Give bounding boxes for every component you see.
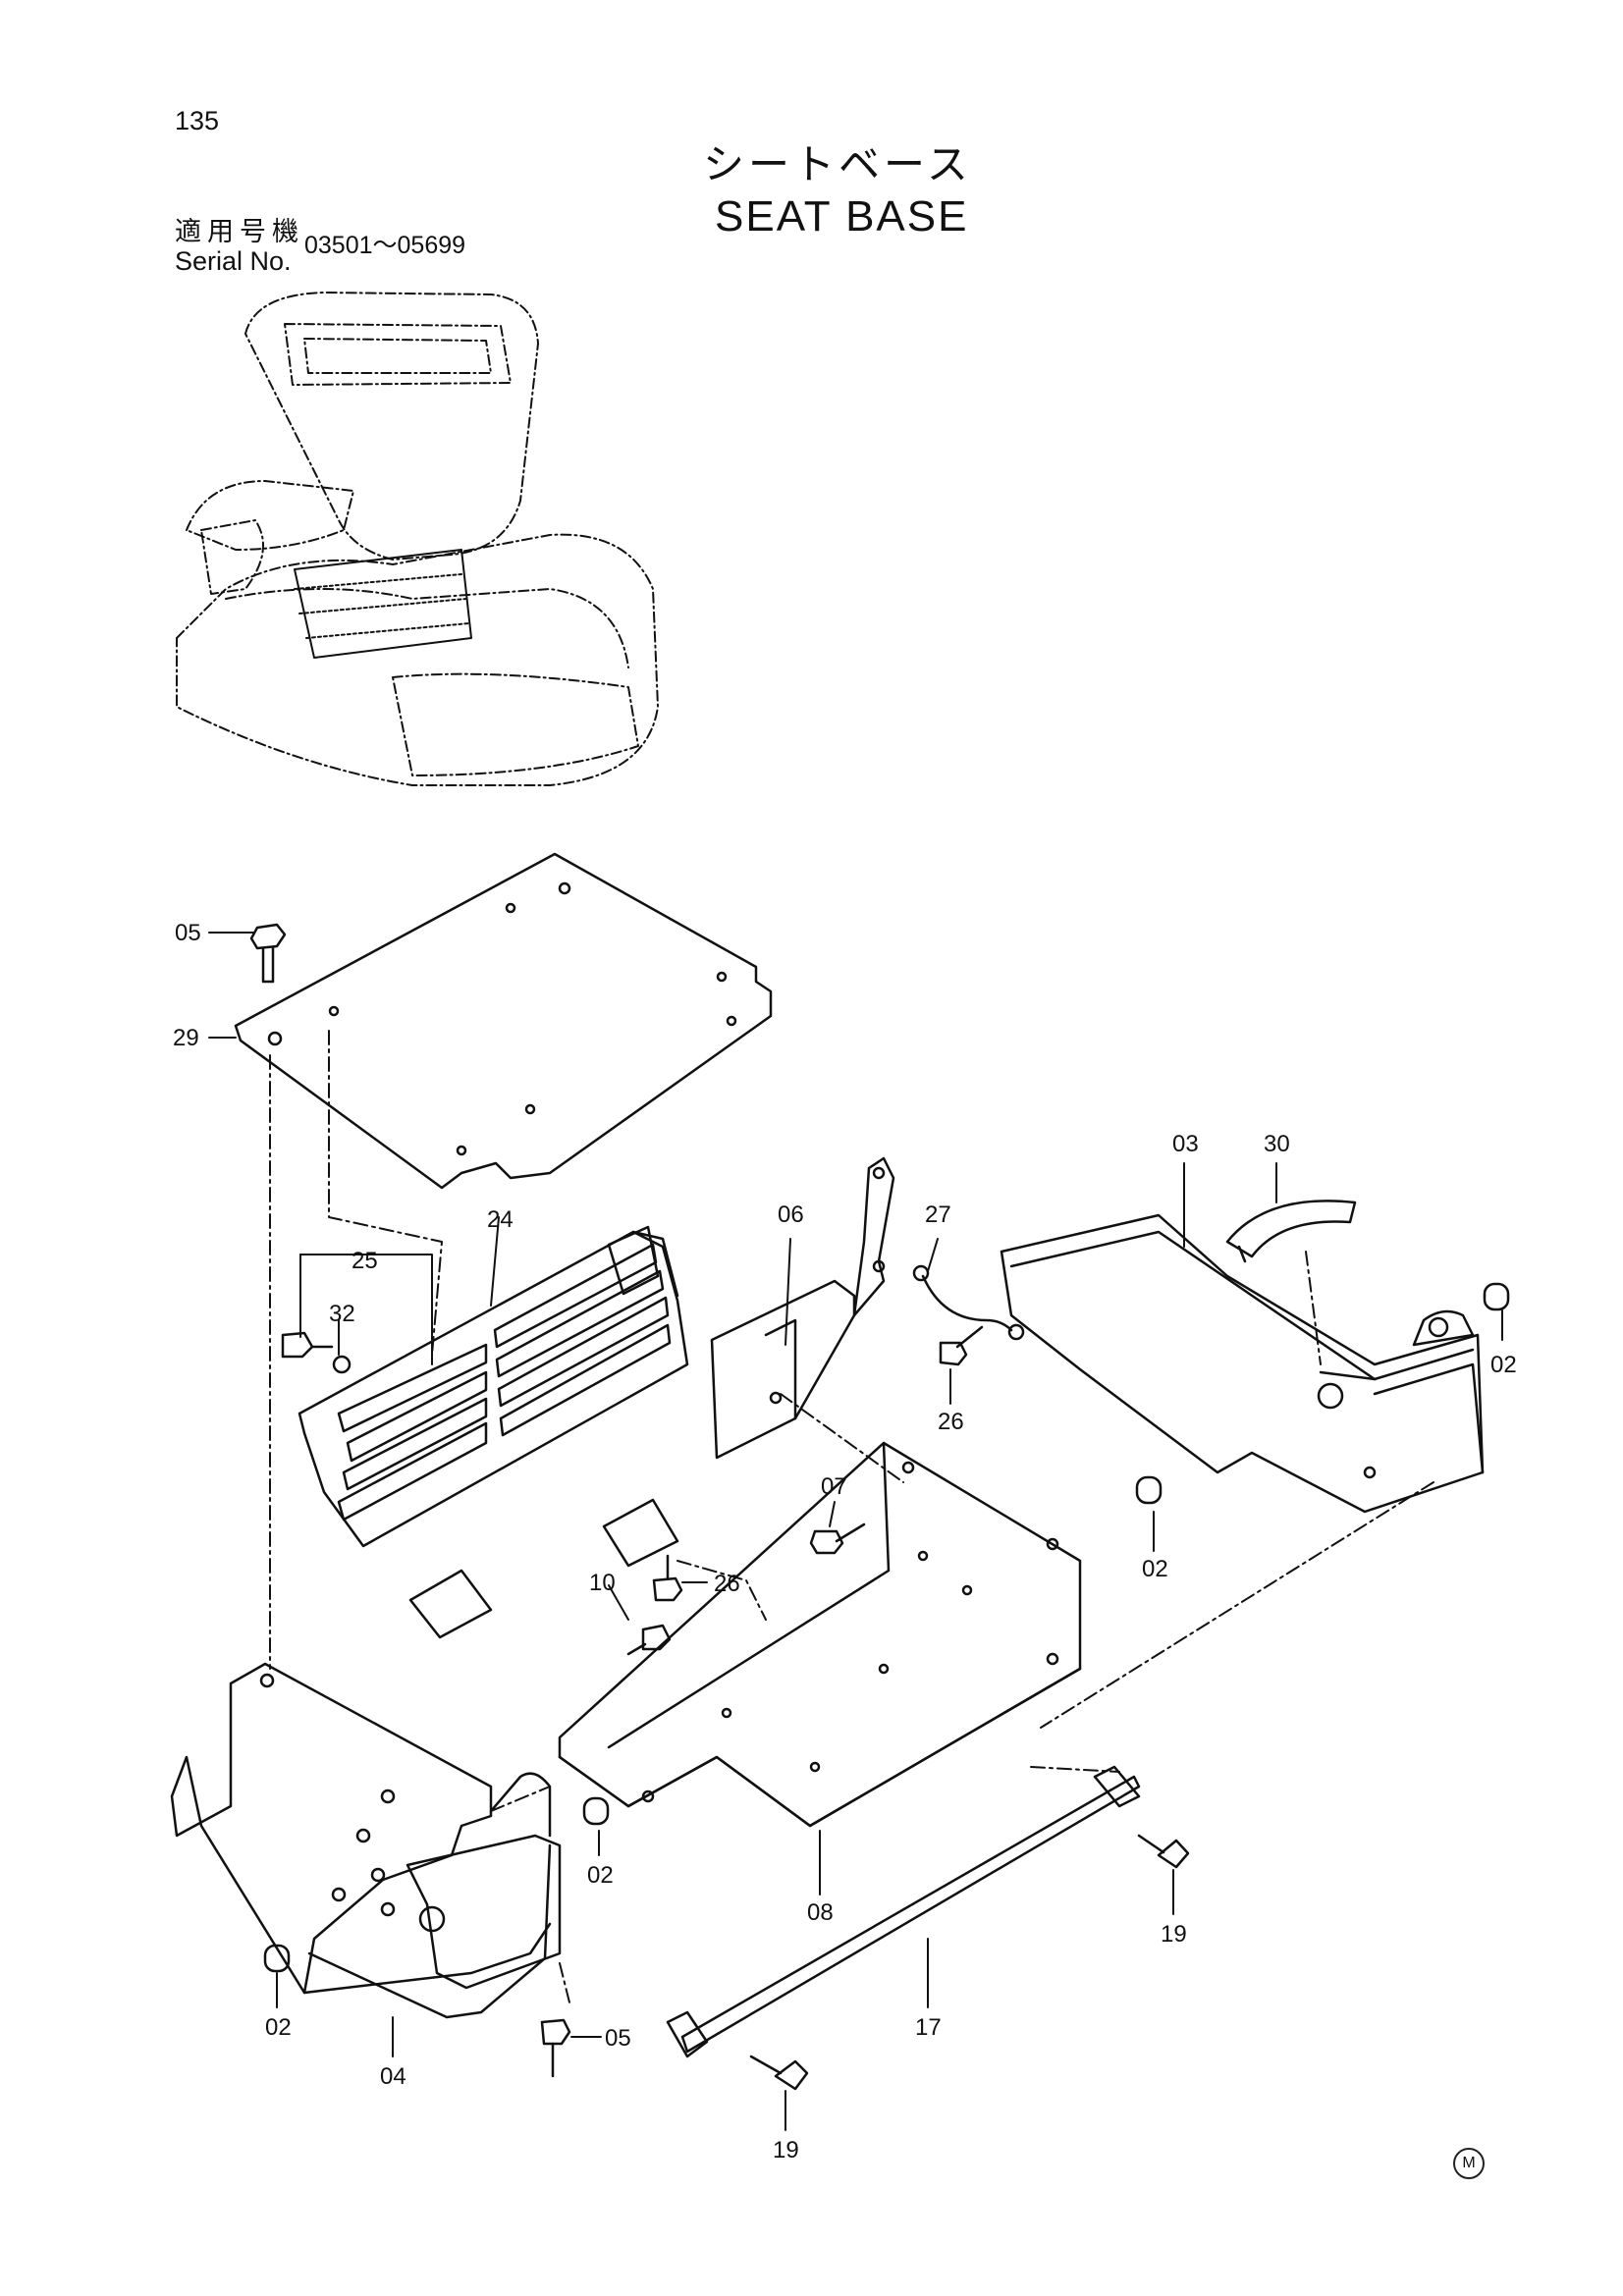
serial-label-english: Serial No. [175,246,292,276]
base-tray [558,1441,1082,1828]
assembly-guide-lines [269,1030,1434,2003]
callout-26-rail: 26 [938,1409,964,1435]
callout-05-top: 05 [175,920,201,946]
bushing-02-left [263,1944,291,1973]
bolt-07 [809,1522,866,1555]
bolt-10 [626,1624,672,1656]
seat-overview-illustration [176,292,659,786]
callout-labels: 05 29 24 25 32 06 27 03 30 02 26 07 02 2… [173,920,1517,2163]
callout-08: 08 [807,1899,834,1926]
callout-19-lower: 19 [773,2137,799,2163]
callout-32: 32 [329,1301,355,1327]
page-title-japanese: シートベース [703,140,972,188]
callout-26-panel: 26 [714,1571,740,1597]
bushing-02-right-b [1135,1475,1163,1505]
callout-19-upper: 19 [1161,1921,1187,1948]
callout-29: 29 [173,1025,199,1051]
bolt-26-panel [652,1554,683,1602]
callout-02-mid: 02 [587,1862,614,1889]
footer-mark: M [1453,2148,1485,2179]
bolt-05-bottom [540,2018,571,2078]
callout-27: 27 [925,1201,951,1228]
cover-plate [234,852,773,1190]
bushing-02-mid [582,1796,610,1826]
serial-label-japanese: 適用号機 [175,217,304,247]
callout-30: 30 [1264,1131,1290,1157]
callout-25: 25 [352,1248,378,1274]
page-number: 135 [175,106,220,135]
bolt-05-top [249,923,287,984]
seat-rod [666,1765,1141,2058]
callout-07: 07 [821,1473,847,1500]
callout-04: 04 [380,2063,406,2090]
callout-06: 06 [778,1201,804,1228]
bolt-26-rail [939,1325,984,1366]
bolt-19-lower [749,2055,809,2091]
callout-02-rail: 02 [1142,1556,1168,1582]
side-frame [170,1662,562,2019]
ground-wire [912,1264,1025,1341]
bolt-19-upper [1137,1834,1190,1869]
belt-guard [1225,1200,1357,1263]
callout-leaders [208,932,1503,2131]
bushing-02-right-a [1483,1282,1510,1311]
callout-02-right: 02 [1490,1352,1517,1378]
callout-10: 10 [589,1570,616,1596]
rear-louver-panel [298,1225,689,1639]
seat-rail [1000,1213,1485,1514]
serial-range: 03501～05699 [304,232,466,259]
serial-label: 適用号機 Serial No. [175,210,304,277]
relay-bracket [710,1156,895,1460]
callout-05-bottom: 05 [605,2025,631,2052]
callout-24: 24 [487,1206,514,1233]
page-title: SEAT BASE [715,192,969,240]
callout-17: 17 [915,2014,942,2041]
callout-03: 03 [1172,1131,1199,1157]
callout-02-left: 02 [265,2014,292,2041]
